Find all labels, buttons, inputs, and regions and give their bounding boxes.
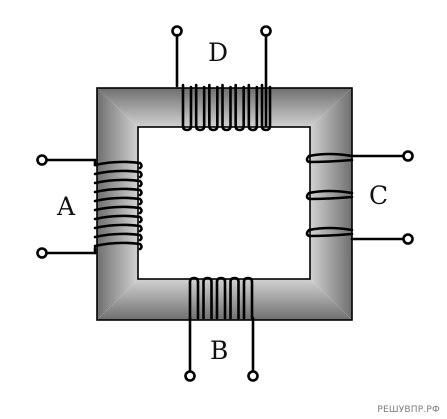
coil-d-turn	[194, 83, 206, 132]
iron-core	[96, 87, 353, 321]
coil-d-turn	[208, 83, 219, 132]
coil-c-turn	[305, 226, 354, 238]
coil-c-turn	[305, 152, 354, 164]
coil-b-turn	[229, 276, 240, 320]
coil-a-terminal-bottom	[36, 247, 48, 259]
coil-b-turn	[215, 276, 227, 320]
watermark: РЕШУВПР.РФ	[377, 405, 440, 415]
coil-d-turn	[221, 83, 232, 132]
coil-d-turn	[181, 83, 193, 132]
coil-a-turn	[93, 241, 143, 251]
coil-a-turn	[93, 196, 143, 206]
coil-b-turn	[202, 276, 213, 320]
coil-c-label: C	[369, 181, 389, 210]
core-top	[97, 88, 352, 127]
coil-a-terminal-top	[36, 154, 48, 166]
coil-b-turn	[242, 276, 254, 320]
coil-a-label: A	[57, 192, 76, 221]
coil-c-terminal-top	[402, 150, 414, 162]
coil-c-terminal-bottom	[402, 233, 414, 245]
coil-b-terminal-left	[184, 370, 196, 382]
coil-d-turn	[260, 83, 272, 132]
coil-a-turn	[93, 232, 143, 242]
coil-a-turn	[93, 214, 143, 224]
coil-a-turn	[93, 169, 143, 179]
coil-a-turn	[93, 160, 143, 170]
coil-a-turn	[93, 205, 143, 215]
coil-d-turn	[234, 83, 245, 132]
coil-b-turn	[188, 276, 200, 320]
coil-b-label: B	[210, 336, 229, 365]
coil-a-turn	[93, 187, 143, 197]
core-right	[310, 88, 352, 320]
coil-a-turn	[93, 223, 143, 233]
coil-c-turn	[305, 189, 354, 201]
coil-b-terminal-right	[247, 370, 259, 382]
coils	[36, 25, 414, 382]
coil-d-label: D	[208, 38, 229, 67]
coil-a-turn	[93, 178, 143, 188]
core-left	[97, 88, 138, 320]
coil-d-turn	[247, 83, 259, 132]
